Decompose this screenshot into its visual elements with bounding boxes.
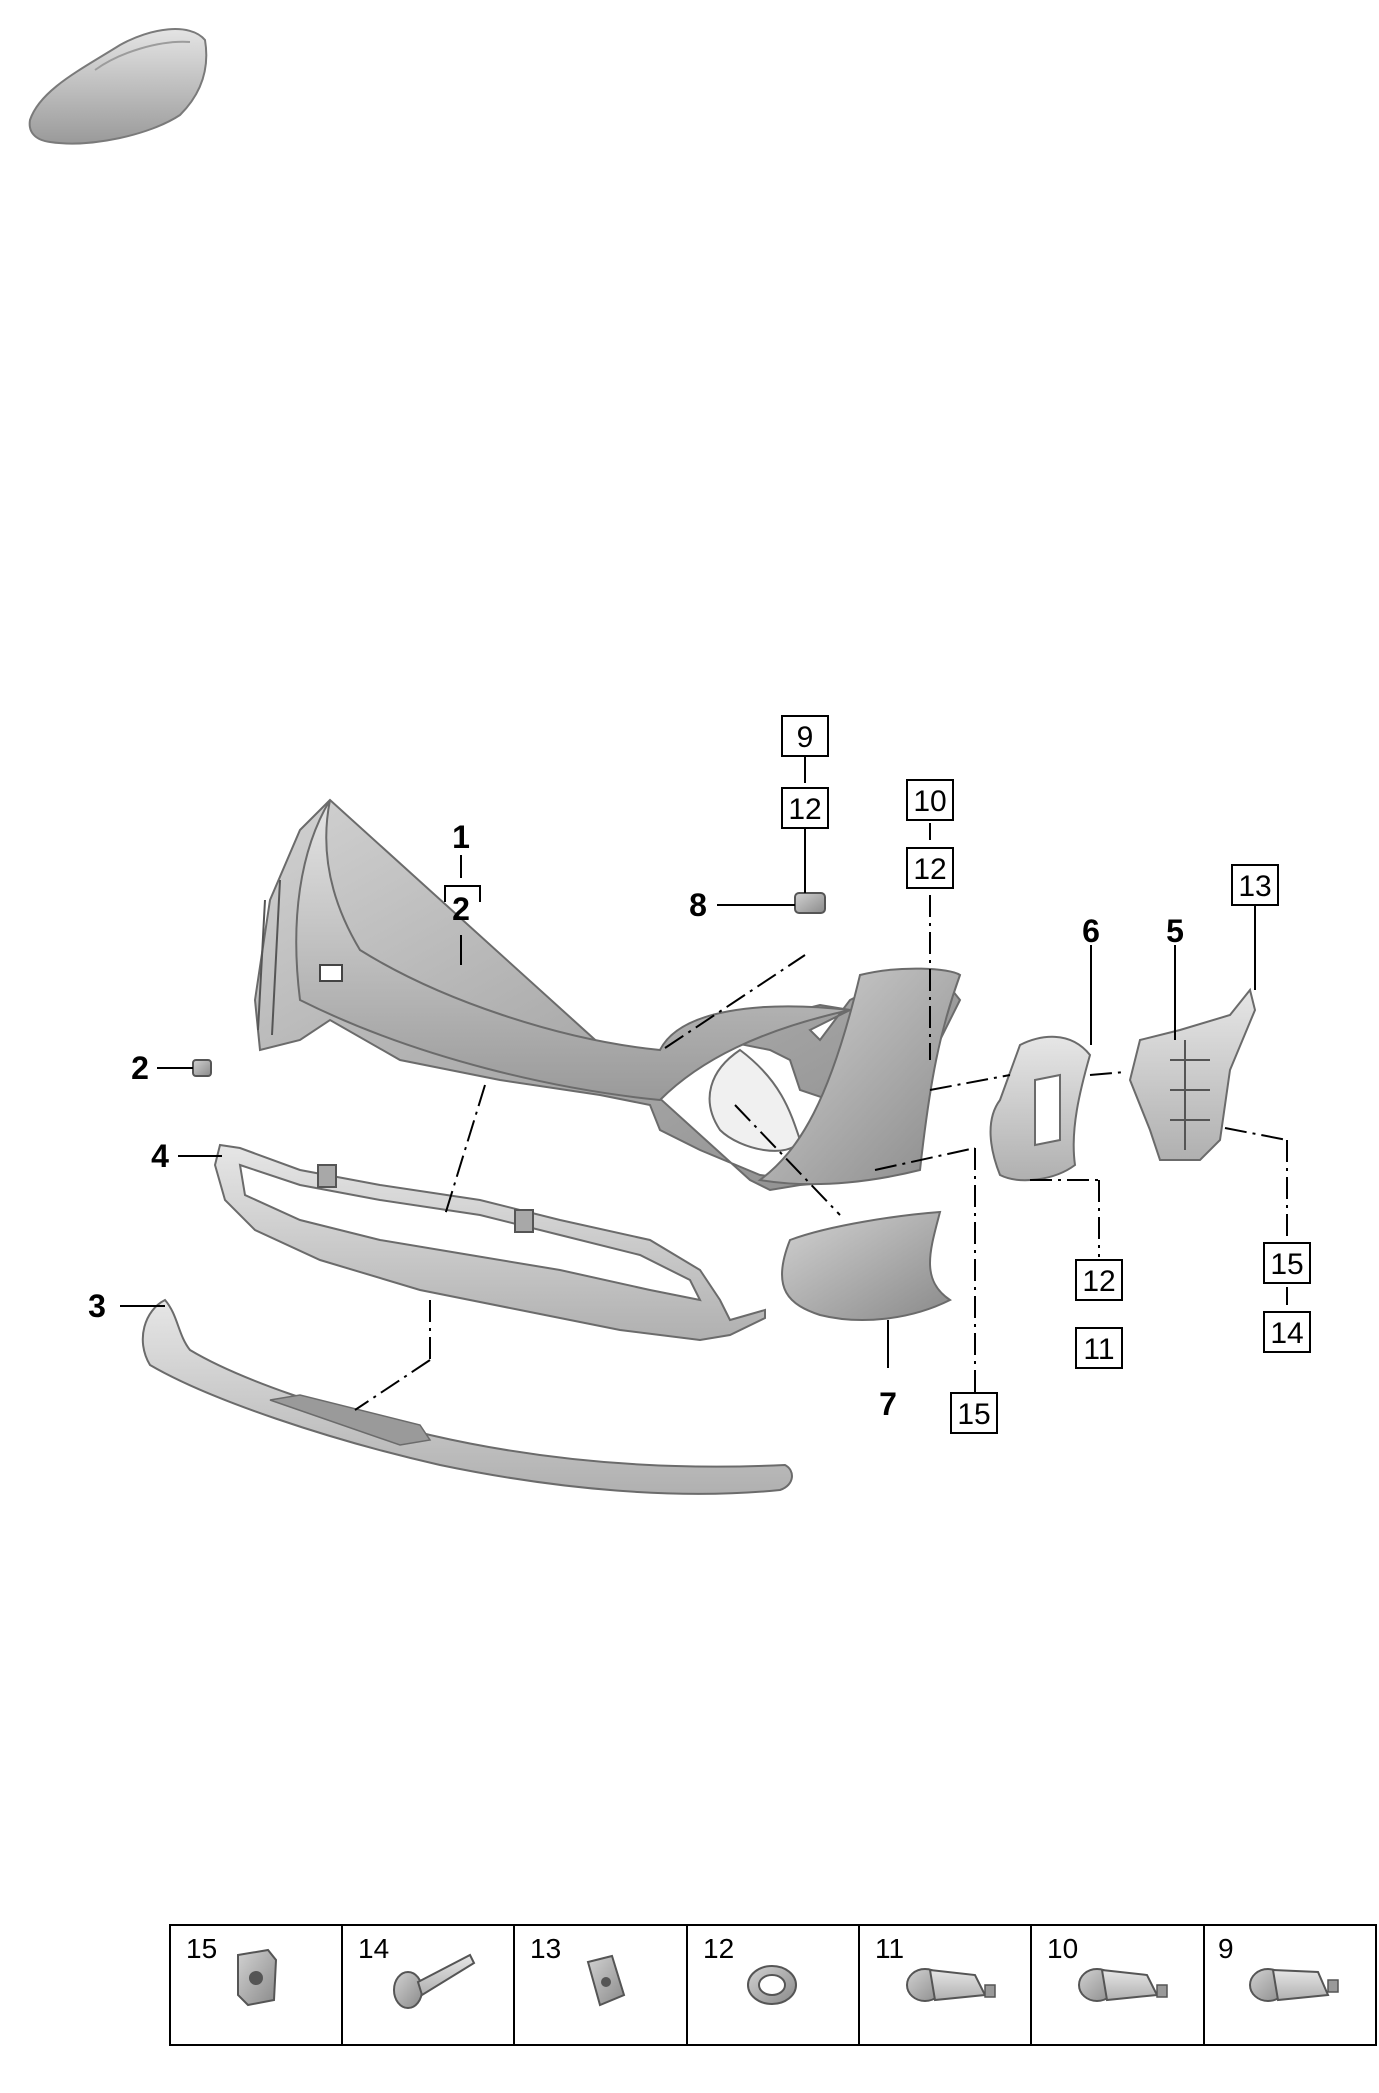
front-spoiler-part: [141, 1298, 793, 1495]
tow-hook-cover-part: [192, 1059, 212, 1077]
svg-text:14: 14: [1270, 1317, 1303, 1350]
spring-clip-icon: [586, 1954, 626, 2007]
bumper-cover-part: [253, 798, 962, 1192]
svg-text:12: 12: [703, 1933, 734, 1964]
box-11: 11: [1075, 1327, 1123, 1369]
boxed-callouts: 9 12 10 12 13 12 11 15: [781, 715, 1311, 1434]
clip-nut-icon: [237, 1948, 278, 2007]
sensor-bracket-part: [794, 892, 826, 914]
box-15-b: 15: [950, 1392, 998, 1434]
callout-5: 5: [1166, 913, 1184, 949]
svg-text:15: 15: [186, 1933, 217, 1964]
reference-strip: 15 14 13 12: [169, 1924, 1377, 2046]
callout-2-assembly: 2: [452, 891, 470, 927]
reference-cell-9: 9: [1218, 1933, 1339, 2002]
box-13: 13: [1231, 864, 1279, 906]
svg-text:14: 14: [358, 1933, 389, 1964]
svg-text:13: 13: [530, 1933, 561, 1964]
callout-4: 4: [151, 1138, 169, 1174]
callout-1: 1: [452, 819, 470, 855]
mounting-bracket-part: [1128, 987, 1257, 1161]
parking-sensor-icon: [1249, 1968, 1339, 2002]
box-12-a: 12: [781, 787, 829, 829]
svg-text:15: 15: [1270, 1248, 1303, 1281]
svg-text:10: 10: [913, 785, 946, 818]
reference-cell-13: 13: [530, 1933, 626, 2007]
box-12-b: 12: [906, 847, 954, 889]
svg-text:13: 13: [1238, 870, 1271, 903]
reference-cell-15: 15: [186, 1933, 278, 2007]
box-14: 14: [1263, 1311, 1311, 1353]
box-12-c: 12: [1075, 1259, 1123, 1301]
box-9: 9: [781, 715, 829, 757]
reference-cell-14: 14: [358, 1933, 476, 2009]
callout-2-side: 2: [131, 1050, 149, 1086]
reference-cell-12: 12: [703, 1933, 797, 2005]
parking-sensor-icon: [1078, 1968, 1168, 2002]
parking-sensor-icon: [906, 1968, 996, 2002]
assembly-lines: [354, 895, 1288, 1411]
expansion-rivet-icon: [393, 1953, 476, 2009]
svg-text:11: 11: [1083, 1333, 1114, 1366]
sensor-ring-icon: [747, 1965, 797, 2005]
callout-8: 8: [689, 887, 707, 923]
box-10: 10: [906, 779, 954, 821]
svg-text:15: 15: [957, 1398, 990, 1431]
svg-text:9: 9: [1218, 1933, 1234, 1964]
leader-lines: [120, 754, 1288, 1368]
svg-text:9: 9: [797, 721, 814, 754]
svg-text:12: 12: [788, 793, 821, 826]
side-trim-part: [780, 1210, 952, 1321]
air-duct-part: [989, 1035, 1092, 1182]
svg-text:12: 12: [913, 853, 946, 886]
reference-cell-11: 11: [875, 1933, 996, 2002]
callout-7: 7: [879, 1386, 897, 1422]
reference-cell-10: 10: [1047, 1933, 1168, 2002]
car-thumbnail-icon: [28, 28, 208, 145]
svg-text:10: 10: [1047, 1933, 1078, 1964]
svg-text:11: 11: [875, 1933, 904, 1964]
svg-text:12: 12: [1082, 1265, 1115, 1298]
callout-3: 3: [88, 1288, 106, 1324]
grille-frame-part: [213, 1143, 766, 1342]
part-callouts: 1 2 2 4 3 8 6 5 7: [88, 819, 1184, 1422]
callout-6: 6: [1082, 913, 1100, 949]
box-15-a: 15: [1263, 1242, 1311, 1284]
